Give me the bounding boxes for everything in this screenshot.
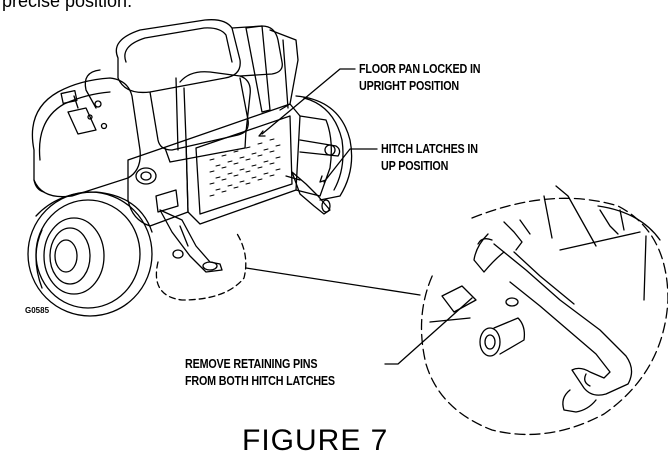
callout-floor-pan: FLOOR PAN LOCKED IN UPRIGHT POSITION <box>359 61 480 95</box>
figure-caption: FIGURE 7 <box>242 424 388 458</box>
left-wheel <box>28 192 152 316</box>
floor-pan <box>186 104 331 224</box>
engine-area <box>128 140 340 226</box>
callout-remove-pins: REMOVE RETAINING PINS FROM BOTH HITCH LA… <box>185 356 335 390</box>
callout-hitch-up: HITCH LATCHES IN UP POSITION <box>381 141 478 175</box>
figure-code: G0585 <box>25 306 49 315</box>
detail-circle-small <box>156 232 245 300</box>
mower-body <box>32 78 140 197</box>
detail-enlarged <box>422 186 668 434</box>
rops-frame <box>176 26 298 150</box>
leader-lines <box>246 69 472 364</box>
